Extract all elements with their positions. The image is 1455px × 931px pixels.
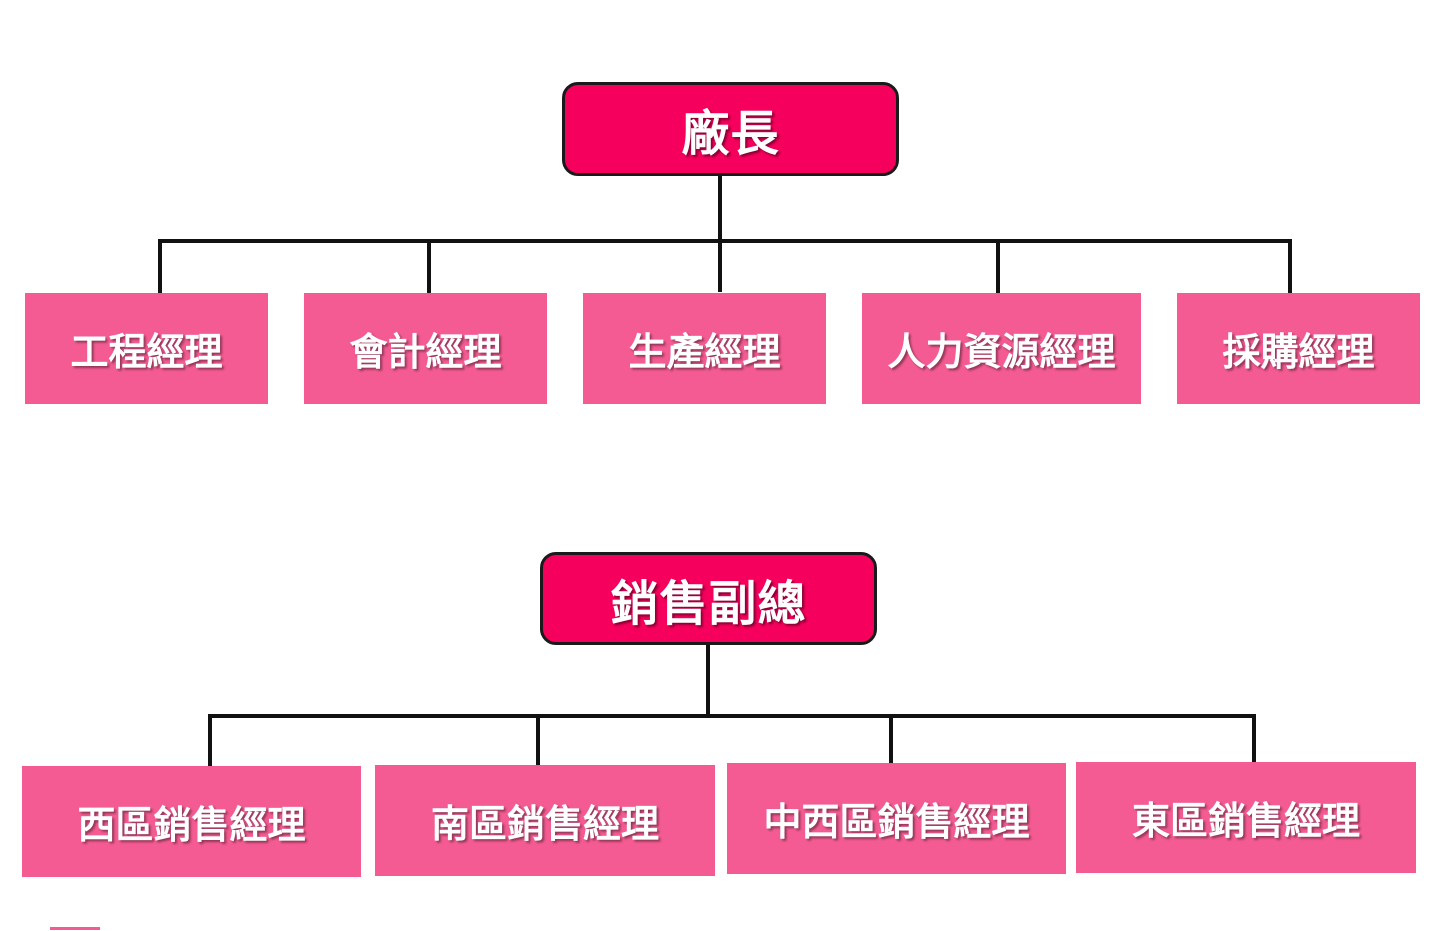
west-region-sales-manager-box: 西區銷售經理 bbox=[22, 766, 361, 877]
accounting-manager-box: 會計經理 bbox=[304, 293, 547, 404]
central-west-region-sales-manager-box: 中西區銷售經理 bbox=[727, 763, 1066, 874]
decorative-edge-mark bbox=[50, 927, 100, 930]
hr-manager-box: 人力資源經理 bbox=[862, 293, 1141, 404]
east-region-sales-manager-box: 東區銷售經理 bbox=[1076, 762, 1416, 873]
plant-manager-box: 廠長 bbox=[562, 82, 899, 176]
procurement-manager-box: 採購經理 bbox=[1177, 293, 1420, 404]
sales-vp-box: 銷售副總 bbox=[540, 552, 877, 645]
production-manager-box: 生產經理 bbox=[583, 293, 826, 404]
south-region-sales-manager-box: 南區銷售經理 bbox=[375, 765, 715, 876]
engineering-manager-box: 工程經理 bbox=[25, 293, 268, 404]
